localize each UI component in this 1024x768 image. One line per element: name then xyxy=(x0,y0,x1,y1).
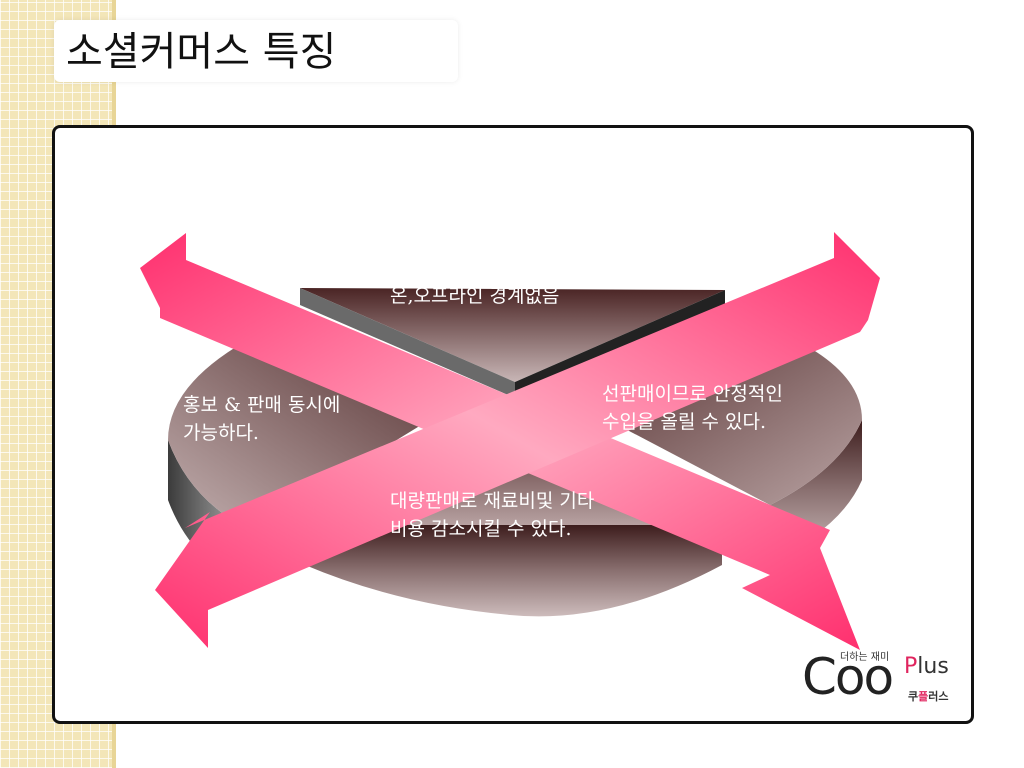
right-slice-label: 선판매이므로 안정적인 수입을 올릴 수 있다. xyxy=(602,380,783,436)
title-box xyxy=(54,20,458,82)
top-slice-text: 온,오프라인 경계없음 xyxy=(390,285,560,307)
left-slice-label: 홍보 & 판매 동시에 가능하다. xyxy=(183,391,340,447)
bottom-slice-text-line2: 비용 감소시킬 수 있다. xyxy=(390,518,572,540)
logo-plus: Plus xyxy=(904,654,949,679)
bottom-slice-label: 대량판매로 재료비및 기타 비용 감소시킬 수 있다. xyxy=(390,487,594,543)
left-slice-text-line2: 가능하다. xyxy=(183,422,259,444)
logo-plus-p: P xyxy=(904,654,918,679)
logo-coo: Coo xyxy=(802,648,894,706)
bottom-slice-text-line1: 대량판매로 재료비및 기타 xyxy=(390,490,595,512)
right-slice-text-line1: 선판매이므로 안정적인 xyxy=(602,383,783,405)
cooplus-logo: 더하는 재미 Coo Plus 쿠플러스 xyxy=(800,640,970,715)
logo-korean-post: 러스 xyxy=(928,690,949,703)
right-slice-text-line2: 수입을 올릴 수 있다. xyxy=(602,411,766,433)
logo-korean: 쿠플러스 xyxy=(908,688,949,704)
logo-korean-accent: 플 xyxy=(918,690,929,703)
arrow-top-right-to-bottom-left xyxy=(155,232,880,648)
logo-plus-rest: lus xyxy=(917,654,949,679)
page-title: 소셜커머스 특징 xyxy=(66,29,337,75)
logo-korean-pre: 쿠 xyxy=(908,690,919,703)
logo-tagline: 더하는 재미 xyxy=(840,652,890,663)
top-slice-label: 온,오프라인 경계없음 xyxy=(390,282,559,310)
left-slice-text-line1: 홍보 & 판매 동시에 xyxy=(183,394,341,416)
